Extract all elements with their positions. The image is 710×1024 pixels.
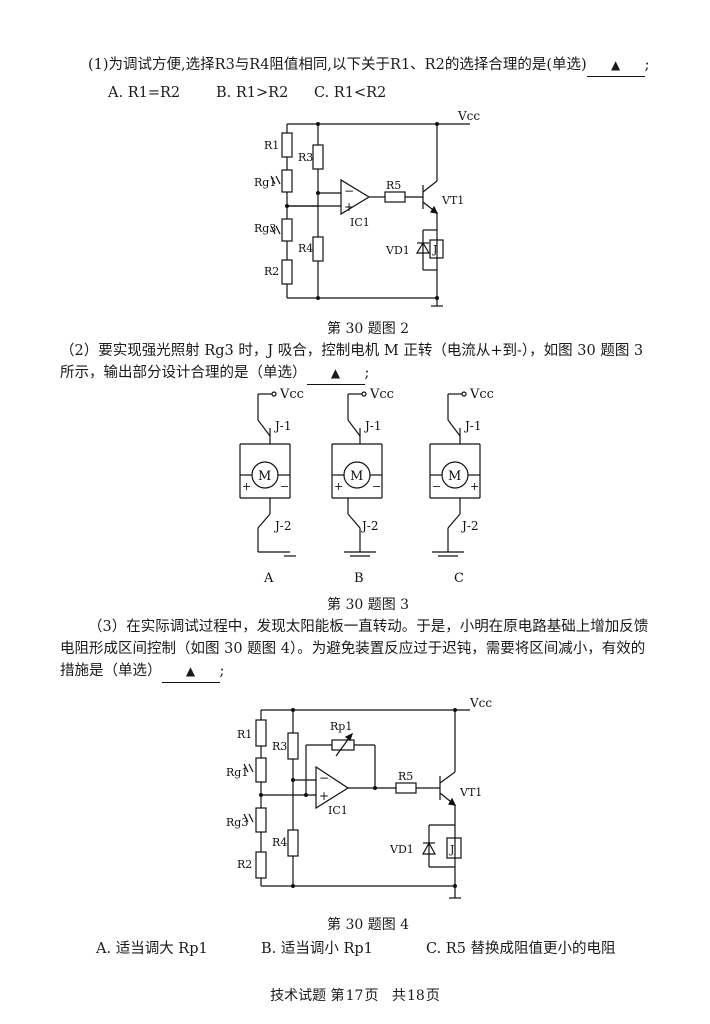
fig3-c-plus: + [470, 480, 479, 493]
fig2-rg1: Rg1 [254, 176, 276, 189]
fig2-r3: R3 [298, 151, 313, 164]
fig3-a-plus: + [242, 480, 251, 493]
page-footer: 技术试题 第17页 共18页 [0, 985, 710, 1005]
q1-option-b[interactable]: B. R1>R2 [216, 85, 289, 101]
footer-ye2: 页 [425, 988, 440, 1004]
q3-tail: ; [219, 663, 225, 679]
fig3-b-j1: J-1 [363, 419, 382, 433]
fig3-caption: 第 30 题图 3 [327, 597, 410, 613]
fig3-option-a-circuit[interactable] [239, 391, 296, 557]
blank-marker: ▲ [611, 58, 621, 72]
fig3-c-minus: − [432, 480, 441, 493]
q3-answer-blank[interactable]: ▲ [161, 660, 220, 683]
fig2-caption: 第 30 题图 2 [327, 321, 410, 337]
q1-options: A. R1=R2 B. R1>R2 C. R1<R2 [108, 82, 670, 104]
fig4-rg3: Rg3 [226, 816, 248, 829]
fig2-r2: R2 [264, 265, 279, 278]
fig3-c-motor: M [448, 469, 461, 484]
q3-line1: （3）在实际调试过程中，发现太阳能板一直转动。于是，小明在原电路基础上增加反馈 [88, 619, 649, 635]
fig3-a-j1: J-1 [273, 419, 292, 433]
q1-stem: (1)为调试方便,选择R3与R4阻值相同,以下关于R1、R2的选择合理的是(单选… [88, 57, 587, 73]
figure-4-circuit: Vcc R1 Rg1 Rg3 R2 R3 R4 Rp1 − + IC1 R5 V… [226, 696, 492, 899]
fig3-c-j2: J-2 [460, 519, 479, 533]
q1-text: (1)为调试方便,选择R3与R4阻值相同,以下关于R1、R2的选择合理的是(单选… [88, 54, 670, 77]
fig2-vd1: VD1 [385, 244, 410, 257]
fig4-j: J [449, 843, 454, 856]
q3-option-c[interactable]: C. R5 替换成阻值更小的电阻 [426, 941, 616, 957]
fig3-option-c-circuit[interactable] [429, 391, 481, 557]
q3-option-b[interactable]: B. 适当调小 Rp1 [261, 941, 373, 957]
fig2-j: J [432, 243, 437, 256]
fig3-option-b-circuit[interactable] [331, 391, 383, 557]
fig2-minus: − [344, 184, 354, 198]
fig4-vcc: Vcc [469, 696, 492, 710]
q2-stem: 所示，输出部分设计合理的是（单选） [60, 365, 307, 381]
fig4-vt1: VT1 [459, 786, 482, 799]
fig4-r1: R1 [237, 728, 252, 741]
footer-total-pages: 18 [406, 988, 425, 1004]
fig2-vcc: Vcc [457, 109, 480, 123]
q1-option-a[interactable]: A. R1=R2 [108, 85, 181, 101]
fig3-b-plus: + [334, 480, 343, 493]
q2-line2: 所示，输出部分设计合理的是（单选） ▲; [60, 362, 670, 385]
fig4-r5: R5 [398, 770, 413, 783]
blank-marker: ▲ [330, 366, 341, 380]
fig3-b-minus: − [372, 480, 381, 493]
footer-ye: 页 [364, 988, 379, 1004]
q3-stem: 措施是（单选） [60, 663, 162, 679]
fig4-plus: + [319, 789, 329, 803]
fig4-r4: R4 [272, 836, 287, 849]
q1-answer-blank[interactable]: ▲ [586, 54, 645, 77]
fig4-ic1: IC1 [328, 804, 348, 817]
fig4-rp1: Rp1 [330, 720, 352, 733]
fig4-r2: R2 [237, 858, 252, 871]
footer-page-number: 17 [345, 988, 364, 1004]
fig2-r4: R4 [298, 242, 313, 255]
fig2-r5: R5 [386, 179, 401, 192]
fig3-b-j2: J-2 [360, 519, 379, 533]
fig3-a-vcc: Vcc [279, 387, 304, 402]
q2-line1: （2）要实现强光照射 Rg3 时，J 吸合，控制电机 M 正转（电流从+到-），… [60, 343, 644, 359]
fig2-rg3: Rg3 [254, 222, 276, 235]
fig3-c-j1: J-1 [463, 419, 482, 433]
figure-3-options: Vcc Vcc Vcc J-1 J-1 J-1 M M M + − + − − … [239, 387, 494, 586]
q3-option-a[interactable]: A. 适当调大 Rp1 [96, 941, 208, 957]
figure-2-circuit: Vcc R1 Rg1 Rg3 R2 R3 R4 − + IC1 R5 VT1 V… [254, 109, 480, 307]
fig3-label-b: B [354, 571, 364, 586]
fig4-caption: 第 30 题图 4 [327, 917, 410, 933]
fig3-b-vcc: Vcc [369, 387, 394, 402]
q2-answer-blank[interactable]: ▲ [306, 362, 365, 385]
footer-gong: 共 [391, 988, 406, 1004]
fig4-r3: R3 [272, 740, 287, 753]
fig3-label-a: A [263, 571, 274, 586]
fig2-plus: + [344, 200, 354, 214]
q1-tail: ; [644, 57, 650, 73]
q3-options: A. 适当调大 Rp1 B. 适当调小 Rp1 C. R5 替换成阻值更小的电阻 [96, 938, 670, 960]
q3-line2: 电阻形成区间控制（如图 30 题图 4）。为避免装置反应过于迟钝，需要将区间减小… [60, 641, 646, 657]
fig3-a-minus: − [280, 480, 289, 493]
fig3-a-j2: J-2 [273, 519, 292, 533]
fig2-r1: R1 [264, 139, 279, 152]
fig4-minus: − [319, 771, 329, 785]
q1-option-c[interactable]: C. R1<R2 [314, 85, 387, 101]
q2-tail: ; [364, 365, 370, 381]
q3-line3: 措施是（单选） ▲; [60, 660, 670, 683]
fig3-a-motor: M [258, 469, 271, 484]
fig3-b-motor: M [350, 469, 363, 484]
fig2-vt1: VT1 [441, 194, 464, 207]
fig3-c-vcc: Vcc [469, 387, 494, 402]
fig2-ic1: IC1 [350, 216, 370, 229]
fig4-rg1: Rg1 [226, 766, 248, 779]
fig3-label-c: C [454, 571, 464, 586]
footer-subject: 技术试题 [270, 988, 327, 1004]
fig4-vd1: VD1 [389, 843, 414, 856]
blank-marker: ▲ [185, 664, 196, 678]
footer-di: 第 [330, 988, 345, 1004]
